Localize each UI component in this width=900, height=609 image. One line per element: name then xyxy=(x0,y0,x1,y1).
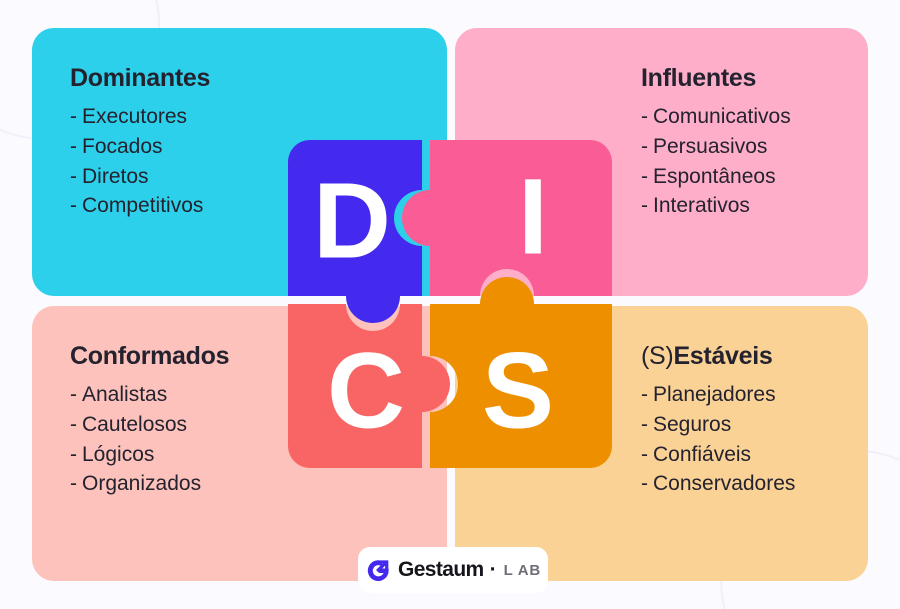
trait-label: Executores xyxy=(82,105,188,128)
brand-logo: Gestaum· L AB xyxy=(358,547,548,593)
bullet-dash: - xyxy=(70,164,77,188)
quadrant-title-influentes: Influentes xyxy=(641,64,868,93)
bullet-dash: - xyxy=(641,164,648,188)
trait-label: Planejadores xyxy=(653,383,776,406)
trait-label: Seguros xyxy=(653,412,732,436)
quadrant-title-dominantes: Dominantes xyxy=(70,64,447,93)
list-item: -Persuasivos xyxy=(641,132,868,162)
quadrant-title-text-conformados: Conformados xyxy=(70,342,230,370)
list-item: -Cautelosos xyxy=(70,410,447,440)
list-item: -Interativos xyxy=(641,191,868,221)
trait-label: Espontâneos xyxy=(653,164,776,188)
trait-label: Persuasivos xyxy=(653,134,768,158)
list-item: -Competitivos xyxy=(70,191,447,221)
logo-suffix: L AB xyxy=(503,561,542,579)
puzzle-piece-c xyxy=(288,304,450,468)
puzzle-piece-d xyxy=(288,140,422,323)
trait-label: Analistas xyxy=(82,383,168,406)
list-item: -Diretos xyxy=(70,162,447,192)
bullet-dash: - xyxy=(70,383,77,406)
bullet-dash: - xyxy=(70,194,77,218)
quadrant-title-conformados: Conformados xyxy=(70,342,447,371)
list-item: -Focados xyxy=(70,132,447,162)
puzzle-piece-s xyxy=(430,277,612,468)
bullet-dash: - xyxy=(641,442,648,466)
bullet-dash: - xyxy=(641,412,648,436)
list-item: -Planejadores xyxy=(641,380,868,410)
trait-label: Focados xyxy=(82,134,163,158)
bullet-dash: - xyxy=(641,194,648,218)
bullet-dash: - xyxy=(641,134,648,158)
quadrant-title-text-dominantes: Dominantes xyxy=(70,64,211,92)
trait-label: Competitivos xyxy=(82,194,204,218)
bullet-dash: - xyxy=(70,472,77,496)
trait-label: Diretos xyxy=(82,164,149,188)
puzzle-letter-s: S xyxy=(482,330,554,451)
trait-label: Confiáveis xyxy=(653,442,752,466)
list-item: -Espontâneos xyxy=(641,162,868,192)
quadrant-title-text-estaveis: Estáveis xyxy=(673,342,773,370)
quadrant-title-estaveis: (S)Estáveis xyxy=(641,342,868,371)
list-item: -Conservadores xyxy=(641,469,868,499)
trait-label: Organizados xyxy=(82,472,202,496)
bullet-dash: - xyxy=(641,472,648,496)
trait-list-dominantes: -Executores -Focados -Diretos -Competiti… xyxy=(70,102,447,221)
list-item: -Organizados xyxy=(70,469,447,499)
puzzle-letter-d: D xyxy=(313,160,391,281)
bullet-dash: - xyxy=(70,442,77,466)
bullet-dash: - xyxy=(641,383,648,406)
disc-puzzle-graphic: D I C S xyxy=(288,140,612,468)
bullet-dash: - xyxy=(70,412,77,436)
list-item: -Confiáveis xyxy=(641,440,868,470)
logo-wordmark: Gestaum xyxy=(397,558,484,581)
list-item: -Executores xyxy=(70,102,447,132)
trait-list-estaveis: -Planejadores -Seguros -Confiáveis -Cons… xyxy=(641,380,868,499)
list-item: -Comunicativos xyxy=(641,102,868,132)
quadrant-title-prefix-estaveis: (S) xyxy=(641,342,674,370)
puzzle-piece-i xyxy=(402,140,612,296)
bullet-dash: - xyxy=(641,105,648,128)
trait-label: Comunicativos xyxy=(653,105,791,128)
trait-label: Lógicos xyxy=(82,442,155,466)
list-item: -Seguros xyxy=(641,410,868,440)
gestaum-g-arrow-icon xyxy=(367,559,389,581)
bullet-dash: - xyxy=(70,134,77,158)
trait-list-influentes: -Comunicativos -Persuasivos -Espontâneos… xyxy=(641,102,868,221)
bullet-dash: - xyxy=(70,105,77,128)
trait-list-conformados: -Analistas -Cautelosos -Lógicos -Organiz… xyxy=(70,380,447,499)
trait-label: Interativos xyxy=(653,194,750,218)
logo-separator: · xyxy=(489,558,497,581)
quadrant-title-text-influentes: Influentes xyxy=(641,64,757,92)
puzzle-letter-c: C xyxy=(327,330,405,451)
list-item: -Analistas xyxy=(70,380,447,410)
trait-label: Cautelosos xyxy=(82,412,188,436)
puzzle-letter-i: I xyxy=(518,156,548,277)
list-item: -Lógicos xyxy=(70,440,447,470)
trait-label: Conservadores xyxy=(653,472,796,496)
